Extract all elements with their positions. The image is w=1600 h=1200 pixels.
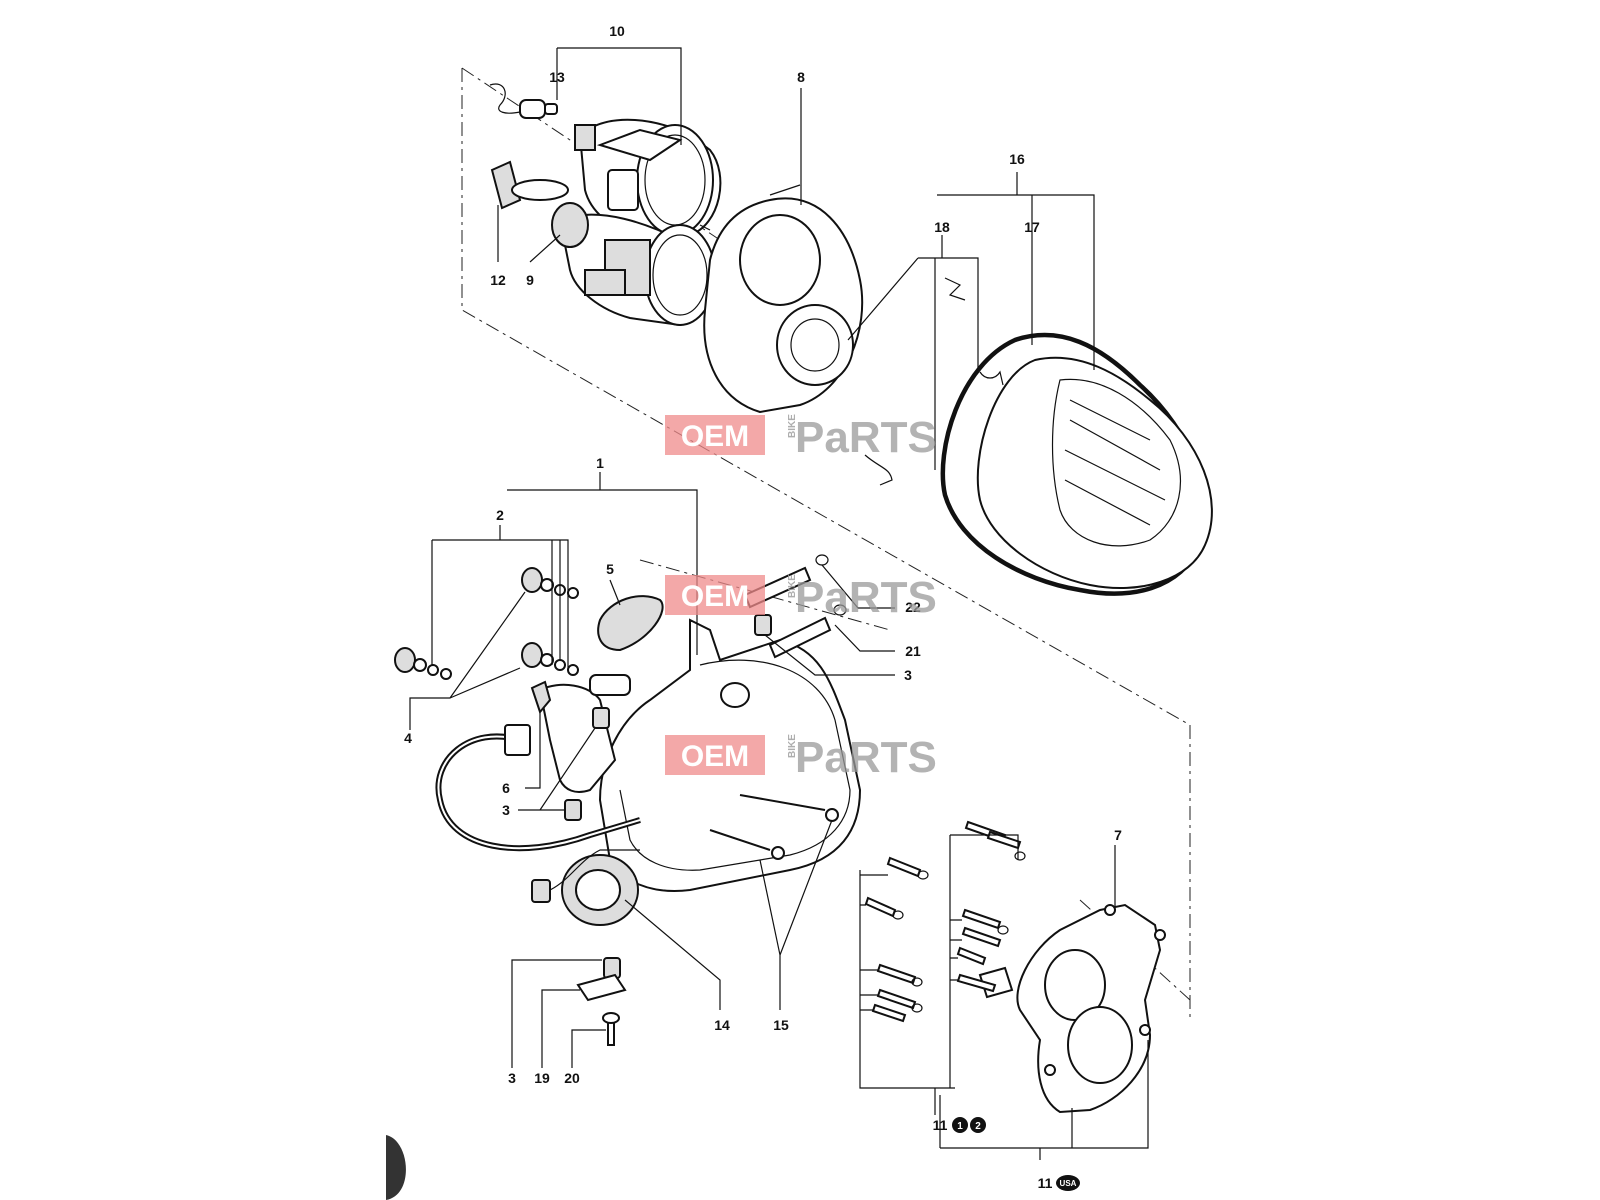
svg-text:BIKE: BIKE [787, 414, 798, 438]
callout-4: 4 [404, 730, 412, 746]
badge-usa: USA [1060, 1179, 1077, 1188]
svg-text:OEM: OEM [681, 420, 749, 453]
callout-15: 15 [773, 1017, 789, 1033]
callout-3-middle: 3 [502, 802, 510, 818]
callout-8: 8 [797, 69, 805, 85]
headlight-lens-cover[interactable] [940, 332, 1213, 596]
callout-10: 10 [609, 23, 625, 39]
callout-17: 17 [1024, 219, 1040, 235]
callout-14: 14 [714, 1017, 730, 1033]
callout-labels: 10 13 8 12 9 16 18 17 1 2 5 22 21 3 4 6 … [404, 23, 1122, 1191]
callout-5: 5 [606, 561, 614, 577]
svg-text:PaRTS: PaRTS [795, 413, 937, 462]
leader-lines [409, 47, 1149, 1160]
callout-1: 1 [596, 455, 604, 471]
callout-11-variant-1-2: 11 [933, 1117, 948, 1133]
callout-22: 22 [905, 599, 921, 615]
badge-1: 1 [957, 1121, 963, 1132]
callout-12: 12 [490, 272, 506, 288]
callout-16: 16 [1009, 151, 1025, 167]
wiring-harness[interactable] [435, 724, 641, 926]
grommets-and-washers[interactable] [394, 567, 772, 821]
watermark-middle: OEM BIKE PaRTS [665, 573, 937, 622]
screw-set[interactable] [864, 820, 1026, 1023]
callout-20: 20 [564, 1070, 580, 1086]
svg-text:OEM: OEM [681, 580, 749, 613]
watermark-top: OEM BIKE PaRTS [665, 413, 937, 462]
retaining-clips[interactable] [864, 277, 1004, 486]
callout-3-lower: 3 [508, 1070, 516, 1086]
callout-21: 21 [905, 643, 921, 659]
lamp-reflector-housing[interactable] [699, 184, 864, 414]
clamp-fasteners[interactable] [576, 957, 627, 1046]
svg-text:PaRTS: PaRTS [795, 733, 937, 782]
callout-2: 2 [496, 507, 504, 523]
svg-text:PaRTS: PaRTS [795, 573, 937, 622]
svg-text:BIKE: BIKE [787, 734, 798, 758]
svg-text:BIKE: BIKE [787, 574, 798, 598]
headlight-projector-units[interactable] [489, 83, 722, 327]
callout-6: 6 [502, 780, 510, 796]
callout-13: 13 [549, 69, 565, 85]
variant-badges: 1 2 USA [952, 1117, 1080, 1191]
callout-11-usa: 11 [1038, 1175, 1053, 1191]
callout-9: 9 [526, 272, 534, 288]
callout-7: 7 [1114, 827, 1122, 843]
callout-19: 19 [534, 1070, 550, 1086]
callout-3-upper: 3 [904, 667, 912, 683]
rear-mounting-plate[interactable] [978, 903, 1166, 1114]
callout-18: 18 [934, 219, 950, 235]
svg-text:OEM: OEM [681, 740, 749, 773]
page-tab-marker [386, 1135, 406, 1200]
watermark-lower: OEM BIKE PaRTS [665, 733, 937, 782]
badge-2: 2 [975, 1121, 981, 1132]
